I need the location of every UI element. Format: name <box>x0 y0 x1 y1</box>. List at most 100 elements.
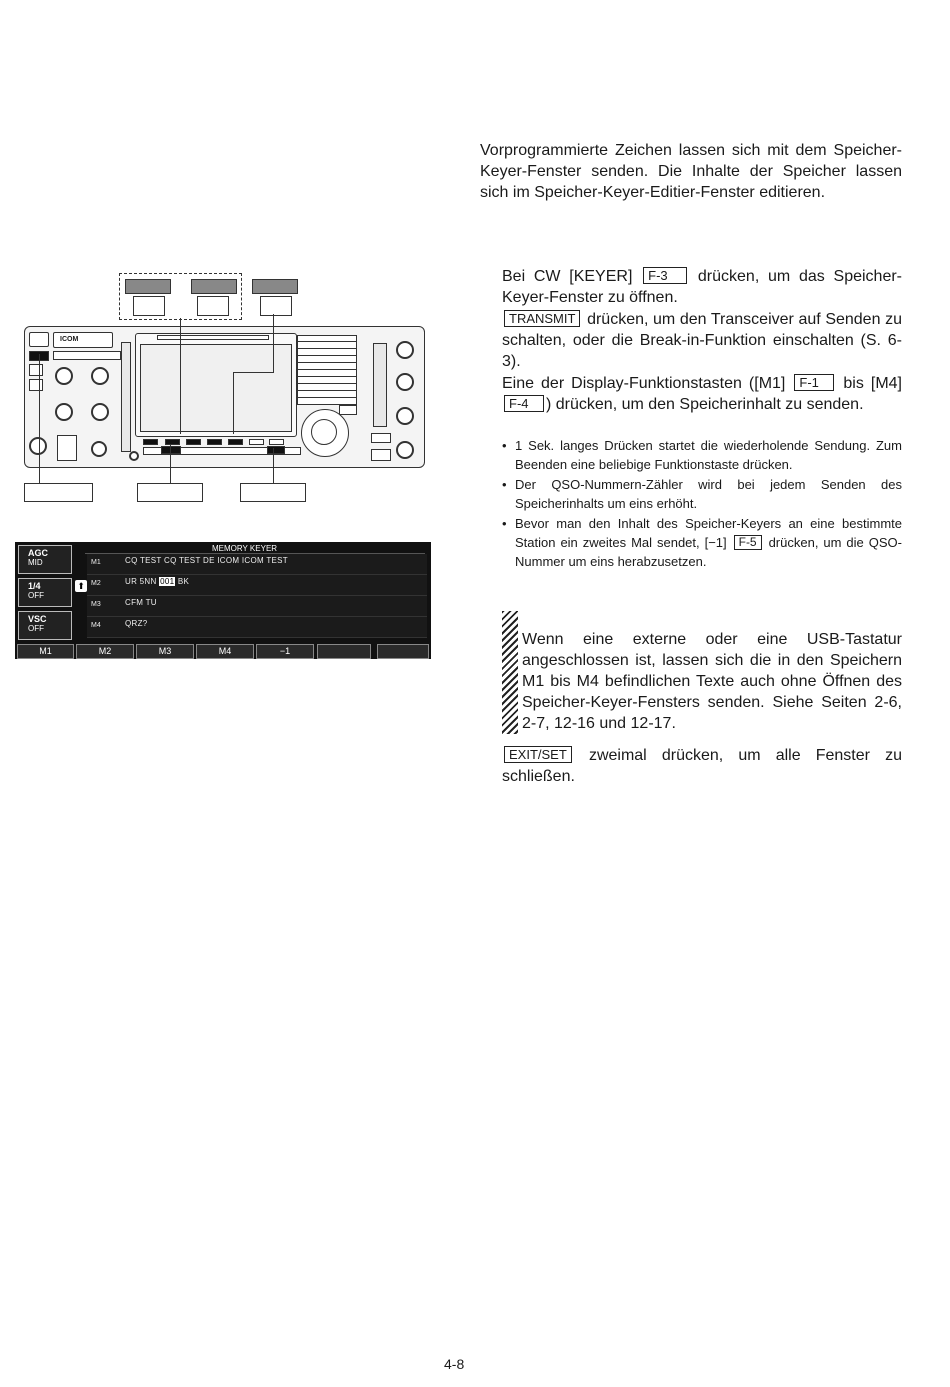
step-2-post: drücken, um den Transceiver auf Senden z… <box>502 311 902 370</box>
power-button <box>29 332 49 347</box>
right-knob-4 <box>396 441 414 459</box>
callout-top-2 <box>191 279 237 294</box>
main-tuning-dial-inner <box>311 419 337 445</box>
memory-text-m3: CFM TU <box>125 598 157 607</box>
callout-top-1 <box>125 279 171 294</box>
title-underline <box>85 553 425 554</box>
step-4-post: zweimal drücken, um alle Fenster zu schl… <box>502 747 903 785</box>
bullet-1: 1 Sek. langes Drücken startet die wieder… <box>502 436 902 474</box>
keypad-extra <box>339 405 357 415</box>
radio-front-panel: ICOM <box>24 326 425 468</box>
bullet-3-pre: Bevor man den Inhalt des Speicher-Keyers… <box>515 516 902 550</box>
up-arrow-icon: ⬆ <box>75 580 87 592</box>
leader-line-group <box>180 318 181 434</box>
right-knob-3 <box>396 407 414 425</box>
f3-key: F-3 <box>643 267 688 284</box>
note-hatch-bar <box>502 611 518 734</box>
memory-label-m1: M1 <box>91 559 101 566</box>
step-3: Eine der Display-Funktionstasten ([M1] F… <box>502 373 902 415</box>
bullet-3-post: drücken, um die QSO-Nummer um eins herab… <box>515 535 902 569</box>
memory-row-m4[interactable]: M4 QRZ? <box>87 617 427 638</box>
agc-button[interactable]: AGC MID <box>18 545 72 574</box>
leader-line-left <box>39 354 40 484</box>
f4-button <box>207 439 222 445</box>
right-lower-button <box>371 433 391 443</box>
callout-top-2b <box>197 296 229 316</box>
right-lower-button-2 <box>371 449 391 461</box>
intro-paragraph: Vorprogrammierte Zeichen lassen sich mit… <box>480 142 902 201</box>
keypad-grid <box>297 335 357 405</box>
transmit-button <box>267 446 285 454</box>
screen-title: MEMORY KEYER <box>212 544 278 553</box>
memory-row-m2[interactable]: M2 UR 5NN 001 BK <box>87 575 427 596</box>
f1-key: F-1 <box>794 374 835 391</box>
knob-af-2 <box>91 367 109 385</box>
step-3-post: ) drücken, um den Speicherinhalt zu send… <box>546 396 864 413</box>
brand-logo: ICOM <box>60 336 79 343</box>
step-1: Bei CW [KEYER] F-3 drücken, um das Speic… <box>502 266 902 308</box>
f1-button <box>143 439 158 445</box>
f7-button <box>269 439 284 445</box>
fkey-6[interactable] <box>317 644 371 659</box>
note-paragraph: Wenn eine externe oder eine USB-Tastatur… <box>522 631 902 732</box>
display-screen <box>140 344 292 432</box>
quarter-button[interactable]: 1/4 OFF <box>18 578 72 607</box>
right-button-column <box>373 343 387 427</box>
leader-line-transmit <box>273 448 274 484</box>
f5-button <box>228 439 243 445</box>
vsc-button-label: VSC <box>28 614 47 624</box>
side-jack-1 <box>29 364 43 376</box>
knob-phones <box>29 437 47 455</box>
memory-row-m1[interactable]: M1 CQ TEST CQ TEST DE ICOM ICOM TEST <box>87 554 427 575</box>
callout-top-3 <box>252 279 298 294</box>
step-1-post: drücken, um das Speicher-Keyer-Fenster z… <box>502 268 902 306</box>
display-top-indicators <box>157 335 269 340</box>
memory-keyer-screen: MEMORY KEYER AGC MID 1/4 OFF VSC OFF ⬆ M… <box>15 542 431 659</box>
vsc-button-value: OFF <box>28 624 44 633</box>
bullet-2: Der QSO-Nummern-Zähler wird bei jedem Se… <box>502 475 902 513</box>
leader-line-mid <box>170 444 171 484</box>
memory-text-m4: QRZ? <box>125 619 148 628</box>
quarter-button-value: OFF <box>28 591 44 600</box>
f6-button <box>249 439 264 445</box>
brand-badge: ICOM <box>53 332 113 348</box>
bottom-knob-row <box>129 451 139 461</box>
right-knob-2 <box>396 373 414 391</box>
side-jack-2 <box>29 379 43 391</box>
callout-top-3b <box>260 296 292 316</box>
fkey-minus1[interactable]: −1 <box>256 644 314 659</box>
exit-set-key: EXIT/SET <box>504 746 572 763</box>
knob-af-1 <box>55 367 73 385</box>
mid-button-group <box>57 435 77 461</box>
memory-row-m3[interactable]: M3 CFM TU <box>87 596 427 617</box>
fkey-7[interactable] <box>377 644 429 659</box>
fkey-m1[interactable]: M1 <box>17 644 74 659</box>
f2-button <box>165 439 180 445</box>
step-3-pre: Eine der Display-Funktionstasten ([M1] <box>502 375 786 392</box>
knob-low-1 <box>91 441 107 457</box>
memory-text-m2-pre: UR 5NN <box>125 577 157 586</box>
transceiver-illustration: ICOM <box>0 260 440 510</box>
memory-text-m1: CQ TEST CQ TEST DE ICOM ICOM TEST <box>125 556 288 565</box>
transmit-key: TRANSMIT <box>504 310 581 327</box>
right-knob-1 <box>396 341 414 359</box>
exit-set-button <box>161 446 181 454</box>
callout-bottom-2 <box>137 483 203 502</box>
f4-key: F-4 <box>504 395 544 412</box>
step-1-pre: Bei CW [KEYER] <box>502 268 633 285</box>
small-button-row <box>53 351 121 360</box>
bullet-3: Bevor man den Inhalt des Speicher-Keyers… <box>502 514 902 571</box>
callout-bottom-3 <box>240 483 306 502</box>
memory-text-m2-post: BK <box>177 577 190 586</box>
fkey-m4[interactable]: M4 <box>196 644 254 659</box>
memory-text-m2: UR 5NN 001 BK <box>125 577 189 586</box>
leader-line-right-v <box>273 314 274 372</box>
vsc-button[interactable]: VSC OFF <box>18 611 72 640</box>
agc-button-value: MID <box>28 558 43 567</box>
fkey-m2[interactable]: M2 <box>76 644 134 659</box>
bullet-list: 1 Sek. langes Drücken startet die wieder… <box>502 436 902 571</box>
callout-top-1b <box>133 296 165 316</box>
callout-bottom-1 <box>24 483 93 502</box>
fkey-m3[interactable]: M3 <box>136 644 194 659</box>
quarter-button-label: 1/4 <box>28 581 41 591</box>
